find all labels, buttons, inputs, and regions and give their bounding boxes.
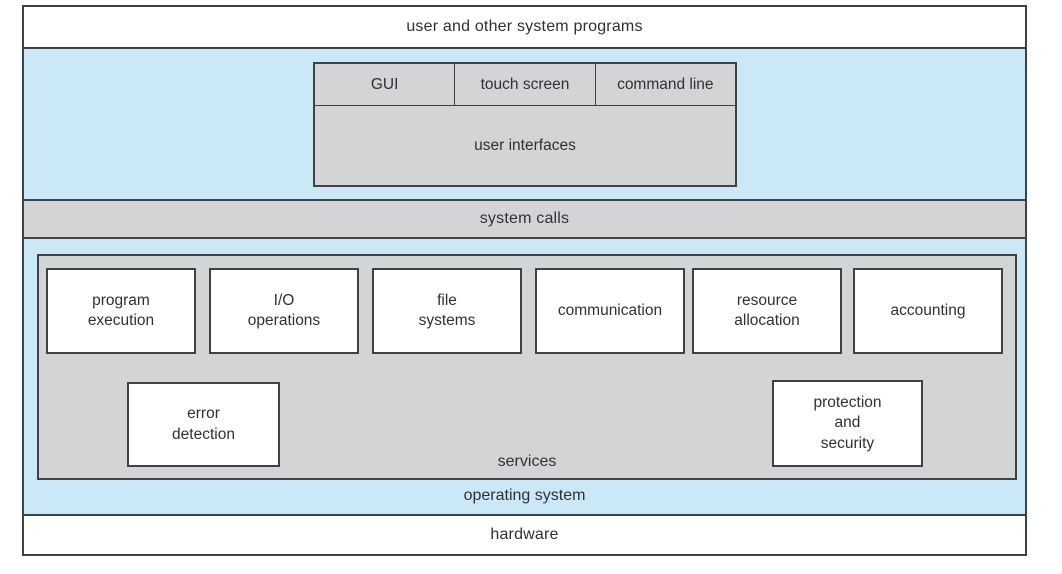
user-interfaces-box: GUI touch screen command line user inter…	[313, 62, 737, 187]
service-protection-and-security: protection and security	[772, 380, 923, 467]
user-interface-types-row: GUI touch screen command line	[315, 64, 735, 106]
services-box: program execution I/O operations file sy…	[37, 254, 1017, 480]
service-communication: communication	[535, 268, 685, 354]
services-label: services	[497, 453, 557, 470]
layer-hardware: hardware	[24, 516, 1025, 554]
ui-cell-gui: GUI	[315, 64, 456, 105]
hardware-label: hardware	[490, 526, 559, 543]
service-error-detection: error detection	[127, 382, 280, 467]
ui-cell-command-line: command line	[617, 75, 714, 93]
layer-user-interfaces-region: GUI touch screen command line user inter…	[24, 49, 1025, 201]
service-accounting: accounting	[853, 268, 1003, 354]
service-resource-allocation: resource allocation	[692, 268, 842, 354]
user-interfaces-label: user interfaces	[474, 136, 576, 154]
service-file-systems: file systems	[372, 268, 522, 354]
os-structure-diagram: user and other system programs GUI touch…	[22, 5, 1027, 556]
service-program-execution: program execution	[46, 268, 196, 354]
service-io-operations: I/O operations	[209, 268, 359, 354]
layer-system-calls: system calls	[24, 201, 1025, 239]
ui-cell-touch-screen: touch screen	[455, 64, 596, 105]
user-programs-label: user and other system programs	[406, 18, 643, 35]
layer-user-programs: user and other system programs	[24, 7, 1025, 49]
layer-operating-system-region: program execution I/O operations file sy…	[24, 239, 1025, 516]
operating-system-label: operating system	[463, 487, 586, 504]
system-calls-label: system calls	[479, 210, 570, 227]
